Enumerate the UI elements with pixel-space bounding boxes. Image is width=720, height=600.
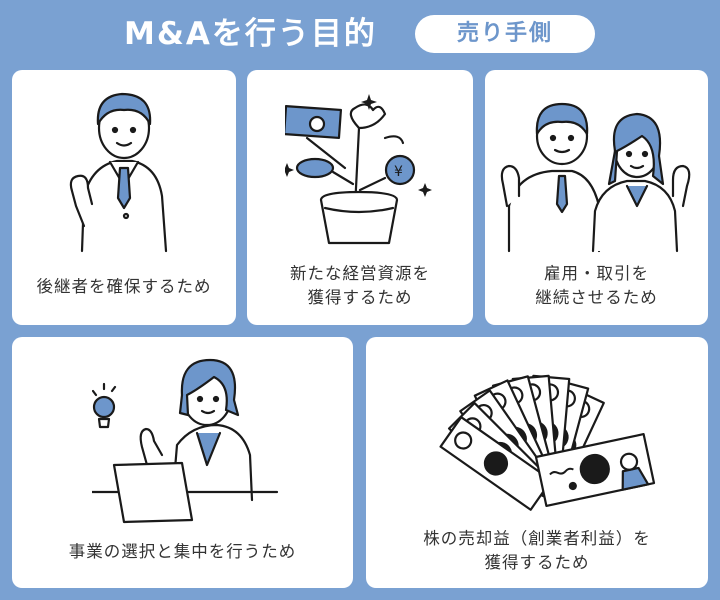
- card-founder-profit: 株の売却益（創業者利益）を 獲得するため: [366, 337, 708, 588]
- card-employment: 雇用・取引を 継続させるため: [485, 70, 708, 325]
- two-employees-ok-icon: [497, 96, 697, 256]
- card-selection-focus: 事業の選択と集中を行うため: [12, 337, 353, 588]
- card-caption: 後継者を確保するため: [36, 277, 212, 296]
- card-caption: 雇用・取引を 継続させるため: [535, 264, 658, 307]
- banknotes-fan-icon: [416, 365, 666, 515]
- svg-text:¥: ¥: [394, 164, 403, 180]
- card-caption: 株の売却益（創業者利益）を 獲得するため: [423, 529, 651, 572]
- card-resources: ¥ 新たな経営資源を 獲得するため: [247, 70, 473, 325]
- woman-laptop-idea-icon: [92, 355, 282, 530]
- page-title: M&Aを行う目的: [124, 16, 377, 52]
- card-caption: 新たな経営資源を 獲得するため: [290, 264, 430, 307]
- businessman-fist-icon: [62, 86, 188, 256]
- card-caption: 事業の選択と集中を行うため: [68, 542, 297, 561]
- seller-side-badge: 売り手側: [415, 15, 595, 53]
- header: M&Aを行う目的 売り手側: [0, 0, 720, 70]
- card-successor: 後継者を確保するため: [12, 70, 236, 325]
- money-plant-icon: ¥: [285, 88, 435, 248]
